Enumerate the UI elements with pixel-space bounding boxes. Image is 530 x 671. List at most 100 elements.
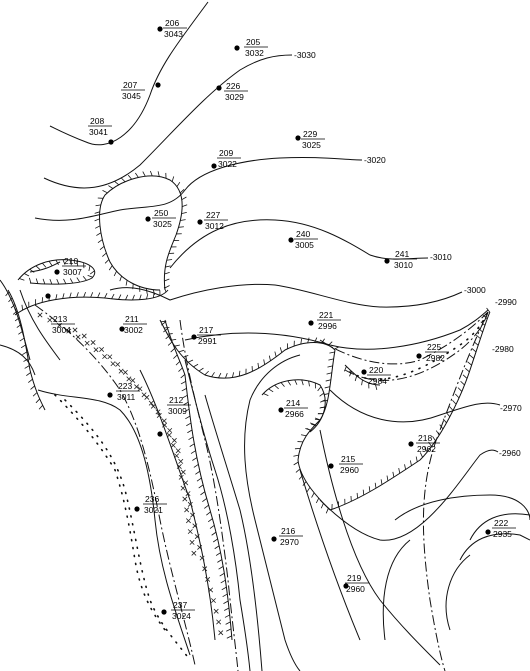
hachure-tick — [409, 460, 412, 466]
contour-line — [244, 354, 301, 671]
well-id: 225 — [427, 342, 441, 352]
hachure-tick — [99, 246, 105, 251]
hachure-tick — [114, 181, 120, 186]
well-dot — [54, 269, 60, 275]
hachure-tick — [163, 328, 168, 333]
hachure-tick — [164, 327, 170, 329]
cross-mark — [150, 403, 156, 409]
hachure-tick — [69, 259, 72, 266]
cross-mark — [130, 377, 136, 383]
well-depth: 3002 — [124, 325, 143, 335]
cross-mark — [122, 369, 128, 375]
hachure-tick — [195, 470, 201, 475]
hachure-tick — [56, 278, 60, 285]
hachure-tick — [452, 399, 457, 405]
well-depth: 3011 — [117, 392, 136, 402]
hachure-tick — [142, 171, 146, 177]
hachure-tick — [368, 486, 371, 492]
contour-label: -3030 — [294, 50, 316, 60]
cross-mark — [37, 312, 43, 318]
hachure-tick — [119, 275, 122, 282]
cross-mark — [180, 469, 186, 475]
hachure-tick — [95, 225, 101, 229]
fault-line — [344, 311, 489, 381]
hachure-tick — [222, 593, 228, 598]
hachure-tick — [480, 321, 486, 326]
hachure-tick — [90, 292, 94, 298]
hachure-tick — [202, 498, 207, 502]
hachure-tick — [181, 211, 187, 215]
hachure-tick — [311, 423, 317, 427]
dotted-lines — [54, 311, 489, 661]
hachure-tick — [69, 292, 72, 298]
cross-mark — [187, 529, 193, 535]
well-depth: 2970 — [280, 537, 299, 547]
well-depth: 3004 — [52, 325, 71, 335]
hachure-tick — [211, 372, 215, 378]
well-dot — [408, 441, 414, 447]
hachure-tick — [89, 270, 95, 275]
contour-line — [37, 389, 191, 656]
hachure-tick — [324, 386, 331, 389]
hachure-tick — [23, 358, 29, 362]
hachure-tick — [181, 388, 187, 392]
hachure-tick — [268, 388, 274, 393]
hachure-tick — [218, 566, 224, 570]
hachure-tick — [204, 504, 209, 509]
cross-mark — [190, 512, 196, 518]
hachure-tick — [300, 434, 307, 437]
hachure-tick — [226, 628, 232, 632]
well-id: 221 — [319, 310, 333, 320]
hachure-tick — [446, 412, 451, 417]
hachure-tick — [76, 292, 79, 298]
hachure-tick — [35, 265, 41, 270]
hachure-tick — [287, 380, 291, 386]
hachured-boundary — [261, 379, 326, 433]
hachure-tick — [55, 294, 58, 300]
hachure-tick — [30, 385, 35, 390]
hachure-tick — [354, 375, 358, 382]
well-depth: 3025 — [153, 219, 172, 229]
hachure-tick — [307, 337, 310, 343]
well-id: 210 — [64, 256, 78, 266]
cross-mark — [187, 501, 193, 507]
hachure-tick — [319, 392, 325, 397]
hachure-tick — [213, 538, 218, 543]
well-id: 236 — [145, 494, 159, 504]
cross-mark — [144, 394, 150, 400]
hachure-tick — [321, 338, 325, 344]
well-id: 250 — [154, 208, 168, 218]
hachure-tick — [102, 252, 107, 257]
well-depth: 3045 — [122, 91, 141, 101]
well-id: 205 — [246, 37, 260, 47]
cross-mark — [118, 368, 124, 374]
hachure-tick — [24, 273, 30, 277]
hachure-tick — [82, 275, 87, 281]
hachured-boundary — [164, 319, 233, 641]
hachure-tick — [349, 371, 352, 377]
cross-mark — [213, 608, 219, 614]
hachure-tick — [174, 344, 180, 347]
cross-mark — [199, 555, 205, 561]
well-dot — [485, 529, 491, 535]
hachured-boundary — [7, 289, 46, 411]
hachure-tick — [274, 384, 279, 390]
hachure-tick — [320, 399, 326, 403]
well-dot — [197, 219, 203, 225]
hachure-tick — [432, 436, 436, 441]
hachure-tick — [462, 374, 468, 379]
cross-mark — [156, 413, 162, 418]
hachure-tick — [164, 285, 170, 289]
hachure-tick — [306, 427, 312, 432]
hachure-tick — [118, 294, 122, 300]
hachure-tick — [14, 317, 20, 322]
hachure-tick — [398, 468, 401, 474]
well-depth: 3010 — [394, 260, 413, 270]
hachure-tick — [257, 362, 260, 369]
